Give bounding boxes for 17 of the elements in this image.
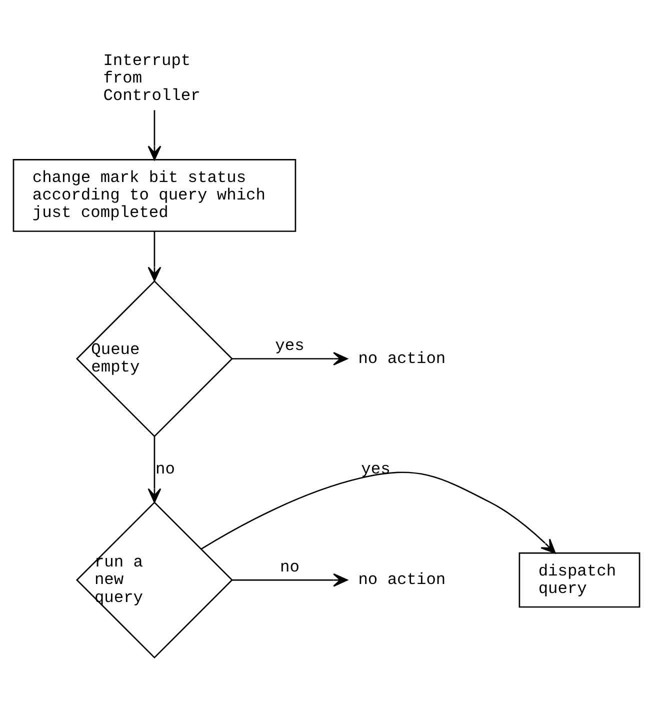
arrow xyxy=(148,230,162,281)
edge-label: yes xyxy=(275,336,304,355)
arrow xyxy=(148,110,162,160)
node-text: no action xyxy=(358,570,446,589)
node-text: no action xyxy=(358,349,446,368)
arrow xyxy=(232,352,348,365)
edge-label: no xyxy=(156,460,175,478)
arrow xyxy=(148,436,162,502)
node-box: dispatch query xyxy=(518,552,640,608)
arrow xyxy=(232,572,348,586)
node-diamond: run a new query xyxy=(76,500,233,658)
arrow xyxy=(200,471,556,554)
edge-label: yes xyxy=(361,460,390,478)
node-text: Interrupt from Controller xyxy=(103,51,200,104)
edge-label: no xyxy=(280,558,300,576)
node-box: change mark bit status according to query which just completed xyxy=(12,158,296,232)
node-diamond: Queue empty xyxy=(76,280,233,437)
